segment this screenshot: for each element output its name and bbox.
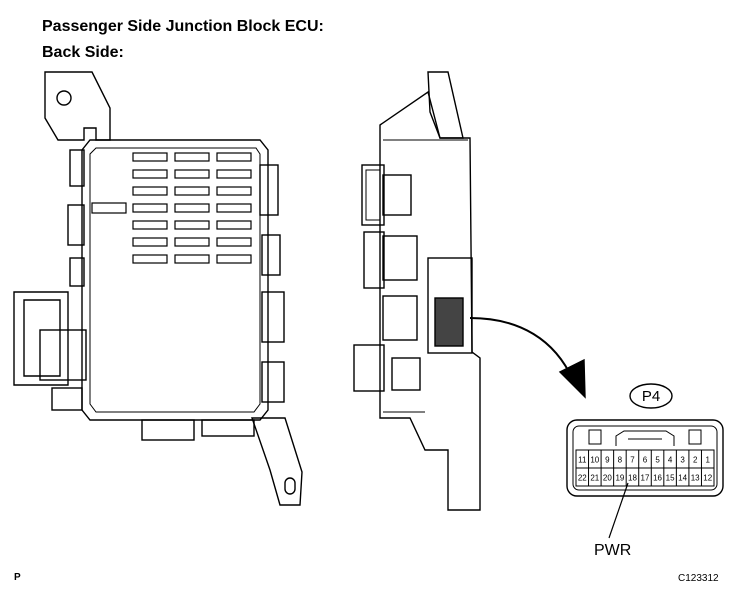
p4-connector-location <box>434 297 464 347</box>
location-arrow <box>469 317 586 399</box>
pin-number: 10 <box>590 456 599 465</box>
pin-number: 12 <box>703 474 712 483</box>
side-view-connector <box>363 231 385 289</box>
pin-number: 14 <box>678 474 687 483</box>
pin-number: 6 <box>643 456 648 465</box>
bottom-mounting-bracket <box>251 417 303 506</box>
side-view-connector <box>361 164 385 226</box>
top-mounting-bracket <box>44 71 111 141</box>
pin-grid <box>575 449 715 487</box>
socket-housing <box>427 257 473 354</box>
pin-number: 16 <box>653 474 662 483</box>
side-tab <box>261 234 281 276</box>
side-tab <box>69 257 85 287</box>
connector-housing <box>566 419 724 497</box>
figure-code: C123312 <box>678 573 719 584</box>
pin-number: 7 <box>630 456 635 465</box>
corner-mark: P <box>14 572 21 583</box>
pin-number: 18 <box>628 474 637 483</box>
pin-number: 13 <box>691 474 700 483</box>
pin-number: 17 <box>641 474 650 483</box>
pwr-callout-label: PWR <box>594 542 632 559</box>
pin-number: 1 <box>706 456 711 465</box>
left-connector-inner <box>23 299 61 377</box>
side-view-connector <box>353 344 385 392</box>
pin-number: 22 <box>578 474 587 483</box>
pin-number: 20 <box>603 474 612 483</box>
left-connector <box>13 291 69 386</box>
side-view-connector <box>382 174 412 216</box>
side-view-connector <box>382 295 418 341</box>
bracket-hole-bottom <box>284 477 296 495</box>
pin-number: 11 <box>578 456 587 465</box>
side-view-connector <box>391 357 421 391</box>
junction-block-body <box>81 139 269 421</box>
side-view-body <box>379 90 481 511</box>
fuse-slot-grid <box>91 152 252 264</box>
side-tab <box>259 164 279 216</box>
pin-number: 5 <box>655 456 660 465</box>
bracket-hole-top <box>56 90 72 106</box>
pin-number: 9 <box>605 456 610 465</box>
left-connector-latch <box>39 329 87 381</box>
connector-id: P4 <box>642 388 660 405</box>
pin-number: 4 <box>668 456 673 465</box>
junction-block-body-inner <box>89 147 261 413</box>
junction-block-side-view <box>353 71 481 511</box>
side-tab <box>261 291 285 343</box>
side-view-connector <box>382 235 418 281</box>
side-tab <box>69 149 85 187</box>
diagram-subtitle: Back Side: <box>42 44 124 61</box>
connector-id-oval <box>629 383 673 409</box>
pin-number: 8 <box>618 456 623 465</box>
junction-block-back-view <box>13 71 303 506</box>
side-tab <box>51 387 83 411</box>
pwr-leader-line <box>608 482 629 539</box>
diagram-title: Passenger Side Junction Block ECU: <box>42 18 324 35</box>
side-tab <box>67 204 85 246</box>
bottom-connector <box>201 419 255 437</box>
pin-number: 21 <box>590 474 599 483</box>
pin-number: 19 <box>615 474 624 483</box>
bottom-connector <box>141 419 195 441</box>
side-view-top-bracket <box>427 71 464 139</box>
pin-number: 2 <box>693 456 698 465</box>
pin-number: 3 <box>680 456 685 465</box>
pin-number: 15 <box>666 474 675 483</box>
side-tab <box>261 361 285 403</box>
